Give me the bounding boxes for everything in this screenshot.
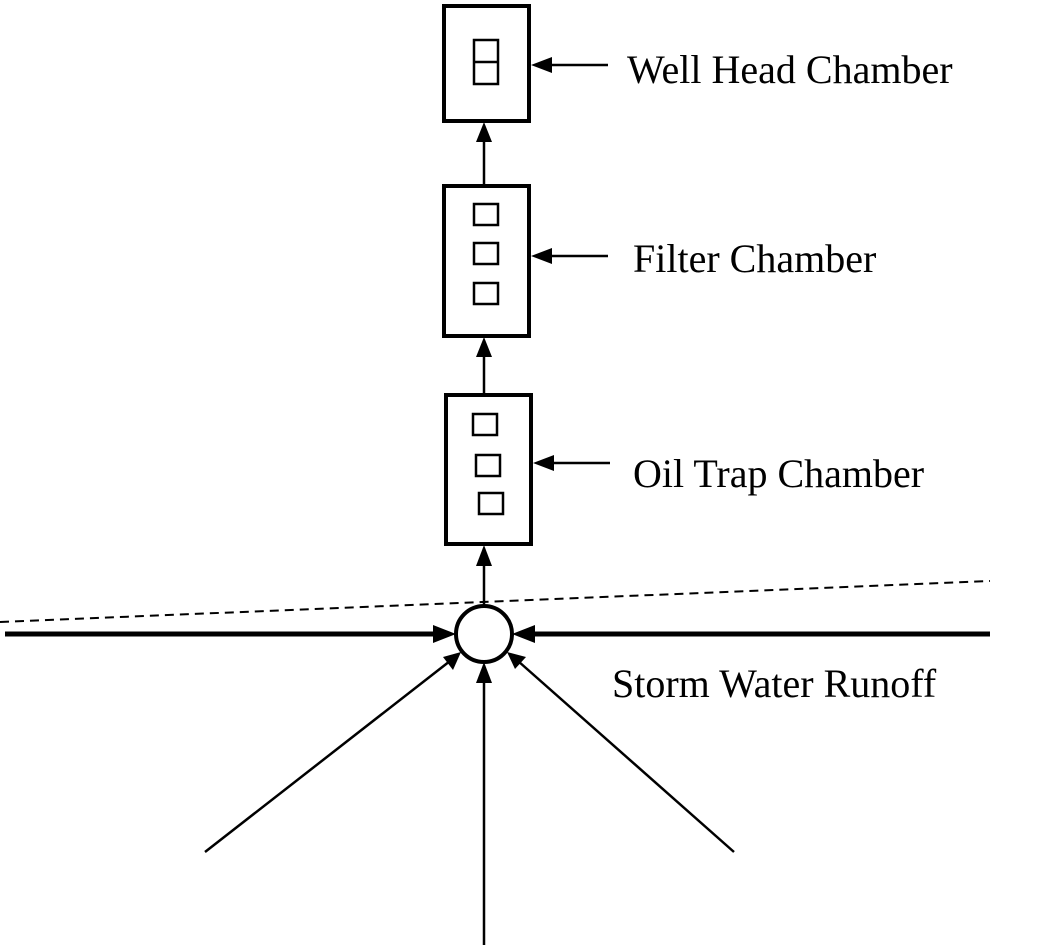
filter-chamber-media-1 [472, 202, 500, 227]
horizontal-inflow-channels [5, 625, 990, 643]
label-pointer-arrows [531, 57, 610, 471]
filter-pointer-arrowhead [531, 248, 552, 264]
oil-trap-chamber-baffle-1 [471, 412, 499, 437]
filter-chamber [442, 184, 531, 338]
storm-water-runoff-label: Storm Water Runoff [612, 661, 937, 706]
filter-chamber-media-3 [472, 281, 500, 306]
oil-trap-chamber-baffle-3 [477, 491, 505, 516]
well-head-pointer-arrowhead [531, 57, 552, 73]
runoff-left-line [204, 660, 451, 853]
oil-trap-pointer-arrowhead [533, 455, 554, 471]
runoff-right-arrowhead [507, 652, 526, 669]
runoff-right-line [517, 660, 735, 853]
ground-surface-line [0, 580, 991, 623]
vertical-flow-arrows [476, 122, 492, 605]
filter-chamber-label: Filter Chamber [633, 236, 876, 281]
oil-trap-chamber-baffle-2 [474, 453, 502, 478]
filter-chamber-media-2 [472, 241, 500, 266]
well-head-chamber-label: Well Head Chamber [627, 47, 953, 92]
runoff-bottom-arrowhead [476, 662, 492, 683]
oil-trap-chamber-label: Oil Trap Chamber [633, 451, 924, 496]
inlet-to-oiltrap-arrowhead [476, 545, 492, 566]
left-channel-arrowhead [433, 625, 456, 643]
collection-inlet-circle [454, 604, 514, 664]
runoff-converging-arrows [204, 652, 735, 945]
well-head-chamber-box [442, 4, 531, 123]
oil-trap-chamber [444, 393, 533, 546]
right-channel-arrowhead [512, 625, 535, 643]
filter-to-wellhead-arrowhead [476, 122, 492, 142]
oiltrap-to-filter-arrowhead [476, 337, 492, 357]
well-head-chamber [442, 4, 531, 123]
runoff-left-arrowhead [443, 652, 461, 670]
